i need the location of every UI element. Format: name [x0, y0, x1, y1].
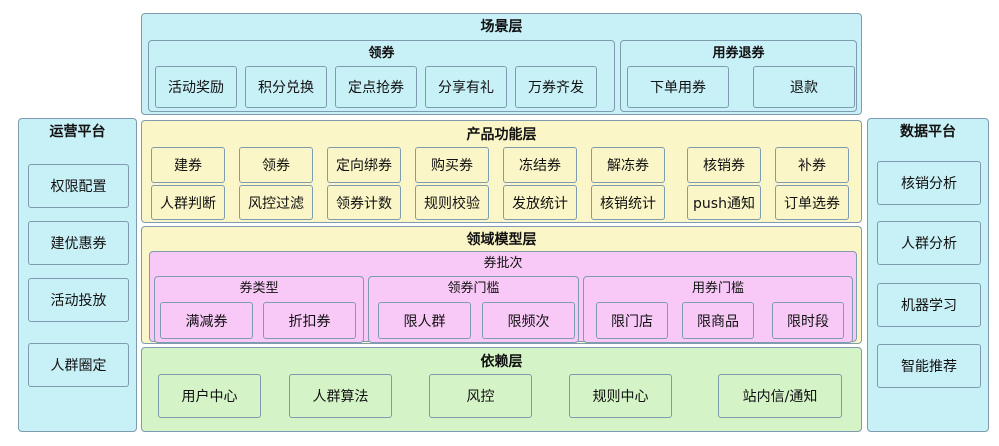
coupon-type-title: 券类型 — [239, 281, 279, 296]
data-item-machine-learning: 机器学习 — [877, 283, 981, 327]
dep-risk-control: 风控 — [429, 374, 532, 418]
data-platform: 数据平台 核销分析 人群分析 机器学习 智能推荐 — [867, 118, 989, 432]
data-item-smart-recommend: 智能推荐 — [877, 344, 981, 388]
dependency-layer-title: 依赖层 — [480, 354, 523, 370]
domain-limit-time: 限时段 — [772, 302, 844, 339]
scene-item-timed-grab: 定点抢券 — [335, 66, 417, 108]
use-refund-group-title: 用券退券 — [712, 46, 765, 61]
ops-item-permission: 权限配置 — [28, 164, 129, 208]
domain-full-reduction: 满减券 — [160, 302, 253, 339]
receive-group-title: 领券 — [368, 46, 395, 61]
product-crowd-judge: 人群判断 — [151, 185, 225, 220]
domain-limit-frequency: 限频次 — [482, 302, 575, 339]
dep-user-center: 用户中心 — [158, 374, 261, 418]
scene-item-mass-issue: 万券齐发 — [515, 66, 597, 108]
product-rule-check: 规则校验 — [415, 185, 489, 220]
dep-rule-center: 规则中心 — [569, 374, 672, 418]
product-unfreeze-coupon: 解冻券 — [591, 147, 665, 183]
receive-group: 领券 活动奖励 积分兑换 定点抢券 分享有礼 万券齐发 — [148, 40, 615, 112]
use-threshold-group: 用券门槛 限门店 限商品 限时段 — [583, 276, 853, 343]
dep-site-message: 站内信/通知 — [718, 374, 842, 418]
dependency-layer: 依赖层 用户中心 人群算法 风控 规则中心 站内信/通知 — [141, 347, 862, 432]
product-push-notify: push通知 — [687, 185, 761, 220]
product-issue-stats: 发放统计 — [503, 185, 577, 220]
receive-threshold-group: 领券门槛 限人群 限频次 — [368, 276, 579, 343]
scene-item-share-gift: 分享有礼 — [425, 66, 507, 108]
coupon-batch: 券批次 券类型 满减券 折扣券 领券门槛 限人群 限频次 用券门槛 限门店 限商… — [149, 251, 857, 343]
ops-item-crowd-select: 人群圈定 — [28, 343, 129, 387]
ops-item-activity-launch: 活动投放 — [28, 278, 129, 322]
domain-layer-title: 领域模型层 — [466, 232, 537, 248]
product-receive-count: 领券计数 — [327, 185, 401, 220]
scene-layer: 场景层 领券 活动奖励 积分兑换 定点抢券 分享有礼 万券齐发 用券退券 下单用… — [141, 13, 862, 115]
product-order-select: 订单选券 — [775, 185, 849, 220]
use-refund-group: 用券退券 下单用券 退款 — [620, 40, 857, 112]
data-platform-title: 数据平台 — [900, 124, 956, 140]
product-receive-coupon: 领券 — [239, 147, 313, 183]
scene-item-order-use: 下单用券 — [627, 66, 729, 108]
domain-discount: 折扣券 — [263, 302, 356, 339]
coupon-type-group: 券类型 满减券 折扣券 — [154, 276, 364, 343]
scene-item-activity-reward: 活动奖励 — [155, 66, 237, 108]
ops-platform: 运营平台 权限配置 建优惠券 活动投放 人群圈定 — [18, 118, 137, 432]
data-item-crowd-analysis: 人群分析 — [877, 221, 981, 265]
domain-layer: 领域模型层 券批次 券类型 满减券 折扣券 领券门槛 限人群 限频次 用券门槛 … — [141, 226, 862, 344]
product-buy-coupon: 购买券 — [415, 147, 489, 183]
product-redeem-stats: 核销统计 — [591, 185, 665, 220]
domain-limit-store: 限门店 — [596, 302, 668, 339]
receive-threshold-title: 领券门槛 — [447, 281, 500, 296]
use-threshold-title: 用券门槛 — [691, 281, 744, 296]
dep-crowd-algorithm: 人群算法 — [289, 374, 392, 418]
product-targeted-bind: 定向绑券 — [327, 147, 401, 183]
coupon-batch-title: 券批次 — [483, 256, 523, 271]
scene-item-points-exchange: 积分兑换 — [245, 66, 327, 108]
scene-layer-title: 场景层 — [480, 19, 523, 35]
product-risk-filter: 风控过滤 — [239, 185, 313, 220]
product-layer: 产品功能层 建券 领券 定向绑券 购买券 冻结券 解冻券 核销券 补券 人群判断… — [141, 120, 862, 223]
domain-limit-product: 限商品 — [682, 302, 754, 339]
product-freeze-coupon: 冻结券 — [503, 147, 577, 183]
domain-limit-crowd: 限人群 — [378, 302, 471, 339]
ops-item-create-coupon: 建优惠券 — [28, 221, 129, 265]
product-create-coupon: 建券 — [151, 147, 225, 183]
product-layer-title: 产品功能层 — [466, 127, 537, 143]
product-reissue-coupon: 补券 — [775, 147, 849, 183]
ops-platform-title: 运营平台 — [49, 124, 106, 140]
data-item-redeem-analysis: 核销分析 — [877, 161, 981, 205]
scene-item-refund: 退款 — [753, 66, 855, 108]
product-redeem-coupon: 核销券 — [687, 147, 761, 183]
